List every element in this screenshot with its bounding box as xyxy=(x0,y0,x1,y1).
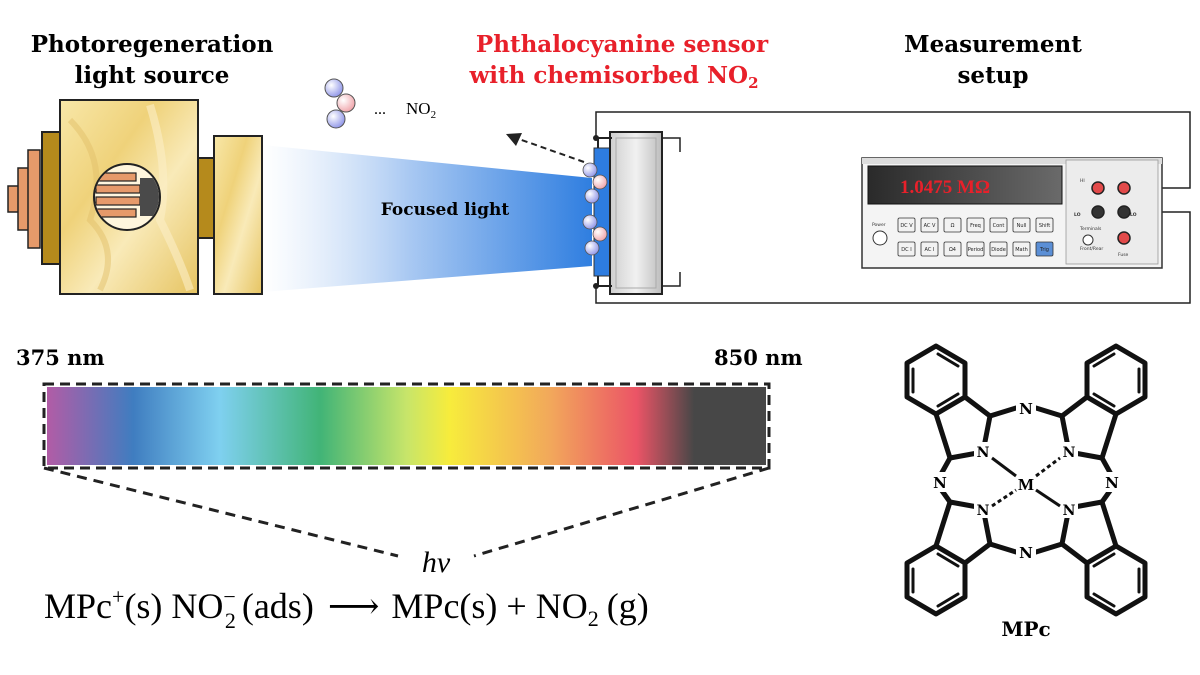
measurement-label: Measurement setup xyxy=(904,31,1082,89)
meter-button[interactable]: Freq xyxy=(966,217,985,233)
metal-atom-label: M xyxy=(1018,475,1034,494)
current-jack[interactable] xyxy=(1117,231,1131,245)
meter-button-label: AC I xyxy=(925,247,935,253)
sensor-label: Phthalocyanine sensor with chemisorbed N… xyxy=(468,31,768,92)
focused-light-beam xyxy=(262,145,592,292)
front-rear-label: Front/Rear xyxy=(1080,246,1103,252)
meter-button-label: Period xyxy=(968,247,984,253)
meter-button[interactable]: Cont xyxy=(989,217,1008,233)
svg-text:N: N xyxy=(1063,503,1076,519)
resistance-reading: 1.0475 MΩ xyxy=(900,177,990,198)
meter-button[interactable]: Diode xyxy=(989,241,1008,257)
meter-button[interactable]: Period xyxy=(966,241,985,257)
meter-button-label: Freq xyxy=(970,223,981,229)
svg-text:Photoregeneration: Photoregeneration xyxy=(31,31,274,58)
svg-text:N: N xyxy=(1019,544,1033,562)
meter-button-label: Diode xyxy=(991,247,1006,253)
meter-button-label: Cont xyxy=(993,223,1005,229)
meter-button-label: Math xyxy=(1015,247,1028,253)
meter-button-label: Ω4 xyxy=(949,247,956,253)
meter-button-label: Null xyxy=(1017,223,1027,229)
power-label: Power xyxy=(872,222,886,228)
lo-input-jack[interactable] xyxy=(1117,205,1131,219)
svg-text:N: N xyxy=(1105,474,1119,492)
svg-text:with chemisorbed NO2: with chemisorbed NO2 xyxy=(468,62,758,92)
fuse-label: Fuse xyxy=(1118,252,1129,258)
focused-light-label: Focused light xyxy=(381,200,510,220)
meter-button[interactable]: Ω xyxy=(943,217,962,233)
no2-molecule-released xyxy=(324,78,356,129)
photon-energy-label: hν xyxy=(422,546,451,579)
spectrum-bar xyxy=(47,387,766,465)
svg-text:N: N xyxy=(1063,445,1076,461)
meter-button[interactable]: Math xyxy=(1012,241,1031,257)
svg-text:N: N xyxy=(933,474,947,492)
zoom-line-right xyxy=(473,466,770,558)
arrow-head-icon xyxy=(506,133,522,146)
meter-button-label: AC V xyxy=(924,223,936,229)
meter-button[interactable]: DC I xyxy=(897,241,916,257)
desorption-arrow xyxy=(515,137,585,163)
circuit-wires xyxy=(595,111,1191,304)
lo-label-right: LO xyxy=(1130,212,1137,218)
meter-button[interactable]: AC V xyxy=(920,217,939,233)
svg-text:Measurement: Measurement xyxy=(904,31,1082,58)
svg-text:N: N xyxy=(977,445,990,461)
zoom-line-left xyxy=(43,466,399,558)
no2-molecule-label: NO2 xyxy=(406,99,436,121)
multimeter: 1.0475 MΩ Power DC V AC V Ω Freq Cont Null Shi… xyxy=(861,157,1163,269)
meter-button[interactable]: DC V xyxy=(897,217,916,233)
meter-button[interactable]: Ω4 xyxy=(943,241,962,257)
light-source-label: Photoregeneration light source xyxy=(31,31,274,89)
meter-display xyxy=(867,165,1063,205)
meter-button-label: Shift xyxy=(1039,223,1050,229)
hi-input-jack[interactable] xyxy=(1117,181,1131,195)
phthalocyanine-sensor xyxy=(582,131,663,295)
lo-label: LO xyxy=(1074,212,1081,218)
hi-label: HI xyxy=(1080,178,1085,184)
spectrum-frame xyxy=(42,382,771,470)
lo-sense-jack[interactable] xyxy=(1091,205,1105,219)
meter-button-label: DC V xyxy=(900,223,913,229)
photoregeneration-lamp xyxy=(7,99,263,295)
meter-button[interactable]: AC I xyxy=(920,241,939,257)
meter-button[interactable]: Null xyxy=(1012,217,1031,233)
meter-button[interactable]: Trig xyxy=(1035,241,1054,257)
dots-text: ... xyxy=(374,101,386,118)
meter-button-label: Ω xyxy=(951,223,955,229)
mpc-label: MPc xyxy=(1001,617,1050,641)
terminals-label: Terminals xyxy=(1079,226,1102,232)
desorption-equation: MPc+(s) NO−2(ads)⟶MPc(s) + NO2(g) xyxy=(44,584,649,633)
spectrum-start-label: 375 nm xyxy=(16,345,105,370)
meter-button-label: Trig xyxy=(1039,247,1049,253)
power-button[interactable] xyxy=(872,230,888,246)
mpc-atoms: N N N N N N N N M xyxy=(930,398,1122,562)
hi-sense-jack[interactable] xyxy=(1091,181,1105,195)
svg-text:N: N xyxy=(977,503,990,519)
svg-text:N: N xyxy=(1019,400,1033,418)
front-rear-button[interactable] xyxy=(1082,234,1094,246)
svg-text:Phthalocyanine sensor: Phthalocyanine sensor xyxy=(476,31,769,58)
spectrum-end-label: 850 nm xyxy=(714,345,803,370)
svg-text:light source: light source xyxy=(75,62,230,89)
svg-text:setup: setup xyxy=(957,62,1028,89)
meter-button-label: DC I xyxy=(901,247,911,253)
meter-button[interactable]: Shift xyxy=(1035,217,1054,233)
